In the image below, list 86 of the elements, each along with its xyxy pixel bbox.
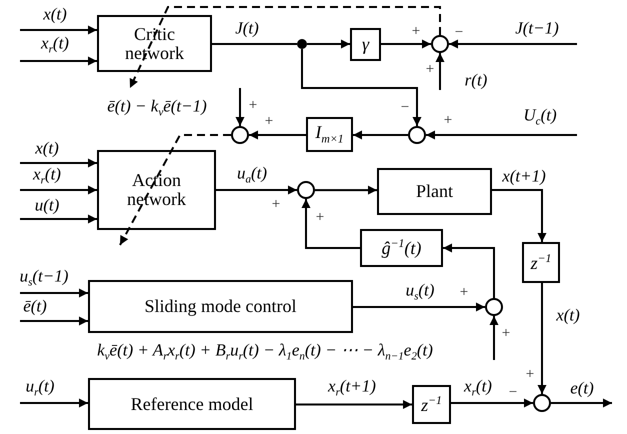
arrow (20, 214, 97, 224)
block-box (412, 385, 451, 424)
block-label: Plant (416, 182, 453, 201)
signal-label: x(t+1) (501, 168, 547, 184)
arrow (436, 53, 444, 90)
sign-label: + (412, 24, 420, 40)
signal-label: e(t) (569, 380, 595, 396)
sign-label: + (460, 286, 468, 300)
arrow (451, 398, 533, 408)
sign-label: + (526, 368, 534, 382)
sign-label: + (272, 198, 280, 212)
signal-label: u$_{s}$(t−1) (18, 267, 70, 289)
sign-label: − (508, 386, 518, 400)
arrow (236, 88, 244, 126)
signal-label: ē(t) − k$_{v}$ē(t−1) (106, 97, 208, 119)
sign-label: − (400, 100, 410, 116)
process-box (88, 280, 353, 333)
arrow (490, 316, 498, 360)
sign-label: + (264, 114, 274, 130)
block-label: ĝ$^{−1}$(t) (382, 238, 422, 258)
junction-dot (297, 39, 307, 49)
arrow (449, 40, 577, 48)
process-box (377, 168, 492, 215)
arrow (20, 288, 88, 298)
block-label: z$^{−1}$ (421, 394, 442, 414)
signal-label: J(t) (234, 20, 260, 36)
arrow (381, 40, 431, 48)
arrow (302, 199, 360, 249)
sign-label: − (454, 26, 464, 40)
arrow (20, 398, 88, 408)
signal-label: x(t) (34, 140, 60, 156)
dashed-arrow (119, 134, 231, 246)
signal-label: r(t) (464, 72, 488, 88)
summing-junction (297, 181, 315, 199)
block-label: z$^{−1}$ (530, 252, 552, 272)
block-label: Action network (126, 171, 187, 209)
signal-label: k$_{v}$ē(t) + A$_{r}$x$_{r}$(t) + B$_{r}$u$_{r}$(t) − λ$_{1}$e$_{n}$(t) − ⋯ − λ$_{n−1}$e$_{2}$(t) (96, 341, 434, 363)
arrow (315, 186, 377, 195)
sign-label: + (316, 210, 324, 226)
dashed-arrow (129, 6, 441, 88)
arrow (301, 49, 422, 126)
signal-label: x(t) (555, 306, 581, 324)
signal-label: ē(t) (22, 298, 48, 314)
signal-label: x(t) (42, 6, 68, 22)
arrow (307, 40, 350, 49)
process-box (88, 378, 296, 430)
arrow (443, 244, 495, 298)
block-box (350, 28, 381, 61)
summing-junction (533, 394, 551, 412)
signal-label: u$_{a}$(t) (236, 164, 268, 186)
block-label: γ (362, 35, 370, 54)
arrow (249, 130, 306, 140)
arrow (20, 158, 97, 168)
block-box (306, 117, 353, 152)
arrow (353, 302, 485, 312)
signal-label: u(t) (34, 196, 60, 214)
block-label: Sliding mode control (144, 297, 296, 316)
arrow (20, 316, 88, 326)
arrow (538, 283, 546, 394)
signal-label: U$_{c}$(t) (522, 106, 558, 128)
signal-label: u$_{s}$(t) (404, 281, 436, 303)
signal-label: J(t−1) (514, 20, 560, 36)
sign-label: + (426, 62, 434, 78)
block-box (522, 242, 560, 283)
sign-label: + (502, 326, 510, 342)
arrow (20, 56, 97, 66)
summing-junction (231, 126, 249, 144)
arrow (551, 398, 612, 408)
sign-label: + (444, 114, 452, 128)
arrow (426, 130, 577, 140)
sign-label: + (248, 98, 258, 114)
process-box (97, 150, 216, 230)
arrow (20, 26, 97, 34)
arrow (20, 186, 97, 194)
summing-junction (431, 35, 449, 53)
summing-junction (408, 126, 426, 144)
block-label: I$_{m×1}$ (315, 123, 344, 146)
arrow (296, 400, 412, 409)
process-box (97, 15, 212, 72)
arrow (492, 189, 546, 242)
block-box (360, 229, 443, 267)
summing-junction (485, 298, 503, 316)
arrow (353, 130, 408, 140)
arrow (216, 186, 297, 194)
block-label: Critic network (124, 24, 185, 62)
block-label: Reference model (130, 394, 254, 414)
